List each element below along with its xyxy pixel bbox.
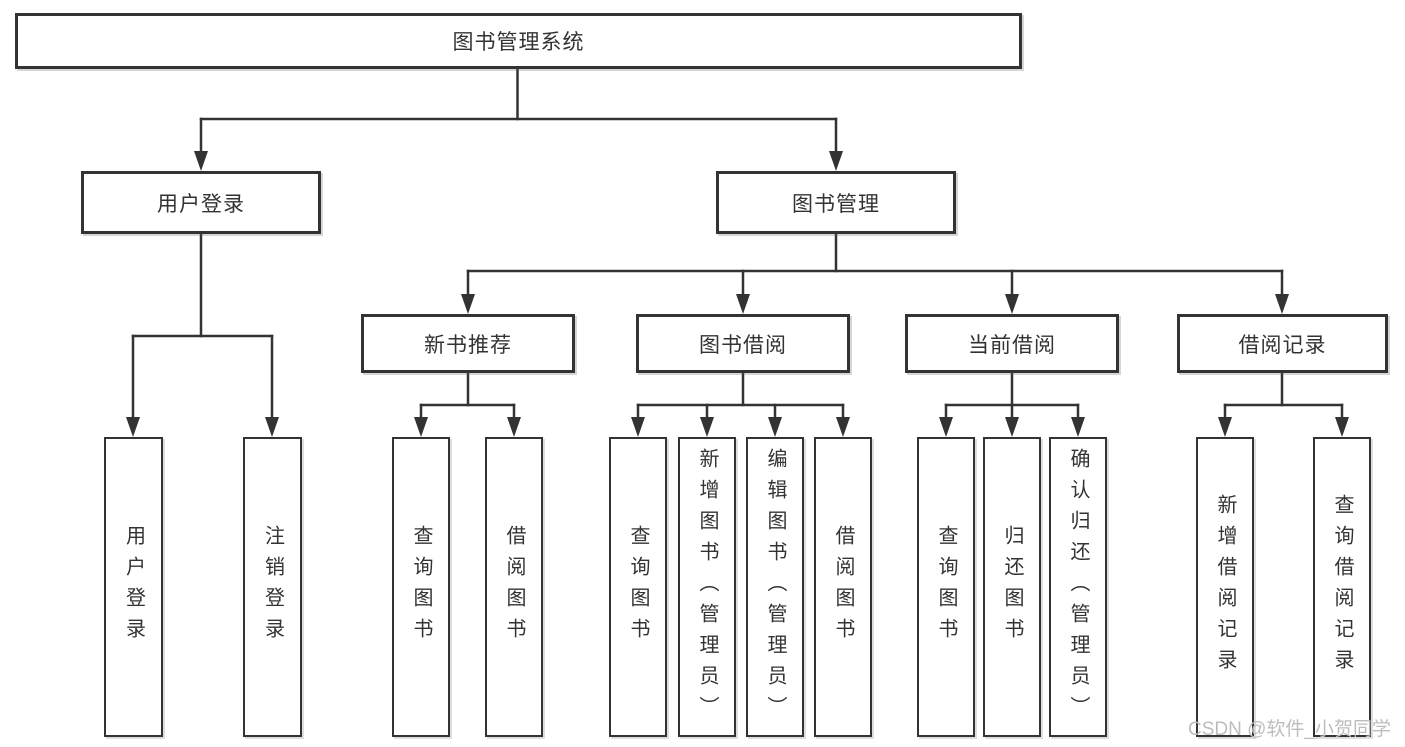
leaf-label: 归还图书	[1001, 525, 1023, 649]
leaf-label: 查询图书	[627, 525, 649, 649]
csdn-watermark: CSDN @软件_小贺同学	[1188, 719, 1391, 740]
leaf-return-books: 归还图书	[983, 437, 1041, 737]
arrowhead-icons	[126, 151, 1349, 437]
leaf-label: 新增借阅记录	[1214, 494, 1236, 680]
node-new-book-recommendation: 新书推荐	[361, 314, 575, 373]
node-book-management-system: 图书管理系统	[15, 13, 1022, 69]
node-user-login: 用户登录	[81, 171, 321, 234]
leaf-label: 查询图书	[410, 525, 432, 649]
node-label: 借阅记录	[1238, 333, 1327, 357]
leaf-add-borrow-record: 新增借阅记录	[1196, 437, 1254, 737]
node-borrowing-records: 借阅记录	[1177, 314, 1388, 373]
leaf-add-books-admin: 新增图书（管理员）	[678, 437, 736, 737]
leaf-label: 编辑图书（管理员）	[764, 447, 786, 727]
leaf-query-books-borrowing: 查询图书	[609, 437, 667, 737]
node-book-management: 图书管理	[716, 171, 956, 234]
leaf-label: 注销登录	[261, 525, 284, 649]
leaf-query-books-recommend: 查询图书	[392, 437, 450, 737]
leaf-user-login: 用户登录	[104, 437, 163, 737]
leaf-label: 确认归还（管理员）	[1067, 447, 1089, 727]
node-label: 当前借阅	[968, 333, 1056, 357]
leaf-label: 查询图书	[935, 525, 957, 649]
leaf-logout: 注销登录	[243, 437, 302, 737]
leaf-label: 新增图书（管理员）	[696, 447, 718, 727]
leaf-label: 借阅图书	[832, 525, 854, 649]
node-label: 图书管理	[792, 192, 880, 216]
node-label: 图书借阅	[699, 333, 787, 357]
node-book-borrowing: 图书借阅	[636, 314, 850, 373]
leaf-edit-books-admin: 编辑图书（管理员）	[746, 437, 804, 737]
node-label: 图书管理系统	[452, 31, 585, 54]
leaf-borrow-books-borrowing: 借阅图书	[814, 437, 872, 737]
leaf-label: 借阅图书	[503, 525, 525, 649]
leaf-query-books-current: 查询图书	[917, 437, 975, 737]
leaf-label: 用户登录	[122, 525, 145, 649]
leaf-borrow-books-recommend: 借阅图书	[485, 437, 543, 737]
node-current-borrowing: 当前借阅	[905, 314, 1119, 373]
leaf-label: 查询借阅记录	[1331, 494, 1353, 680]
node-label: 用户登录	[157, 192, 245, 216]
leaf-query-borrow-record: 查询借阅记录	[1313, 437, 1371, 737]
leaf-confirm-return-admin: 确认归还（管理员）	[1049, 437, 1107, 737]
node-label: 新书推荐	[424, 333, 512, 357]
